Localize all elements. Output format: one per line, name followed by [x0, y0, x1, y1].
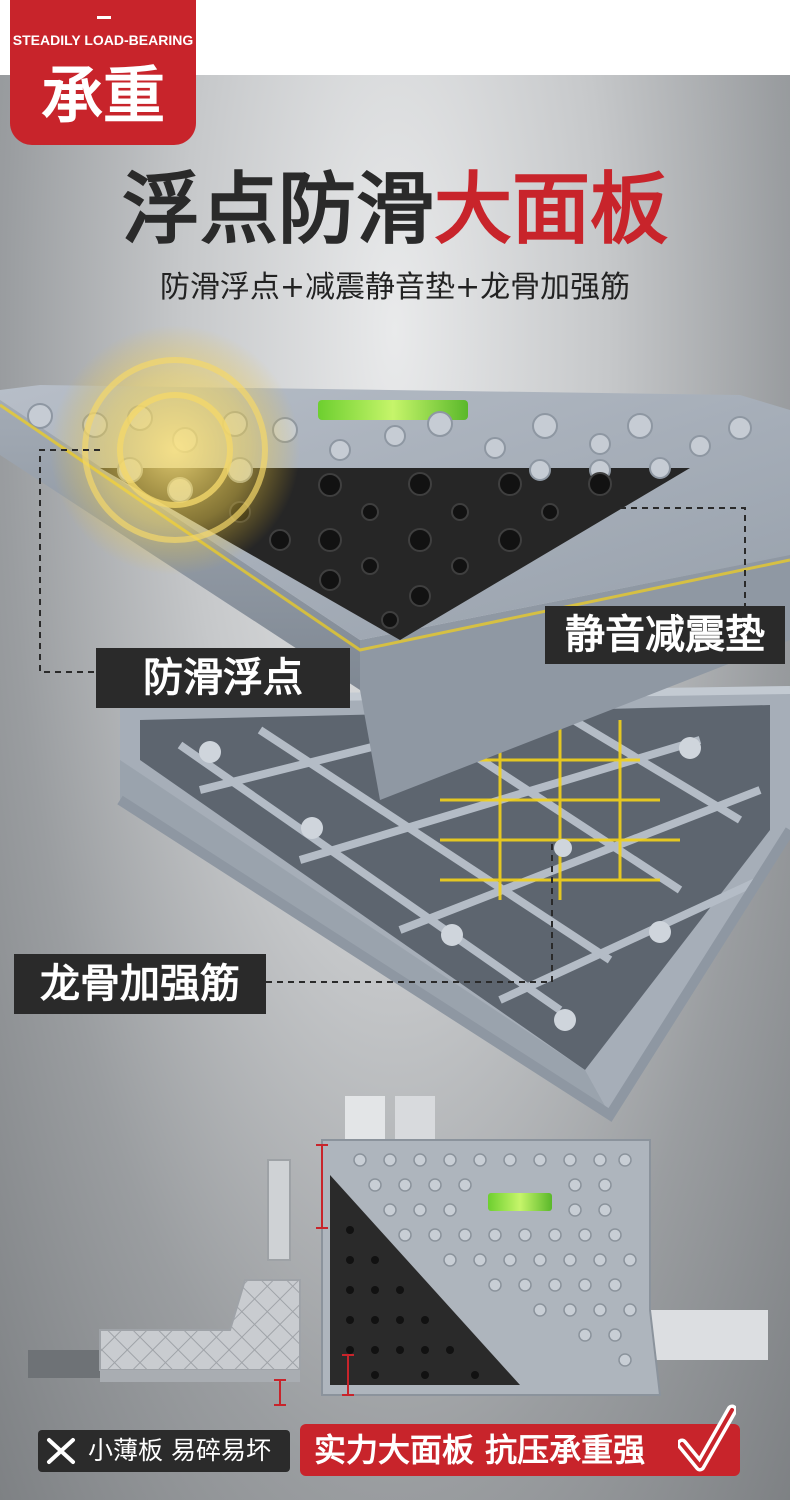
callout-lines [39, 449, 746, 983]
badge-dash [97, 16, 111, 19]
badge-english-text: STEADILY LOAD-BEARING [12, 32, 194, 48]
page-title: 浮点防滑大面板 [0, 160, 790, 260]
title-part-red: 大面板 [434, 165, 669, 255]
title-part-dark: 浮点防滑 [121, 165, 434, 255]
bad-comparison-bar: 小薄板 易碎易坏 [38, 1430, 290, 1472]
badge-chinese-text: 承重 [40, 59, 165, 132]
x-mark-icon [47, 1438, 75, 1464]
good-comparison-bar: 实力大面板 抗压承重强 [300, 1404, 740, 1476]
comparison-graphics [28, 1096, 768, 1406]
page-subtitle: 防滑浮点+减震静音垫+龙骨加强筋 [159, 270, 631, 305]
bad-comparison-text: 小薄板 易碎易坏 [88, 1436, 271, 1465]
label-damping-pad: 静音减震垫 [545, 606, 785, 664]
lower-tray [117, 686, 790, 1122]
check-mark-icon [678, 1404, 736, 1472]
load-bearing-badge: STEADILY LOAD-BEARING 承重 [10, 0, 196, 145]
label-keel-rib: 龙骨加强筋 [14, 954, 266, 1014]
good-comparison-text: 实力大面板 抗压承重强 [314, 1431, 646, 1469]
label-anti-slip-dots: 防滑浮点 [96, 648, 350, 708]
